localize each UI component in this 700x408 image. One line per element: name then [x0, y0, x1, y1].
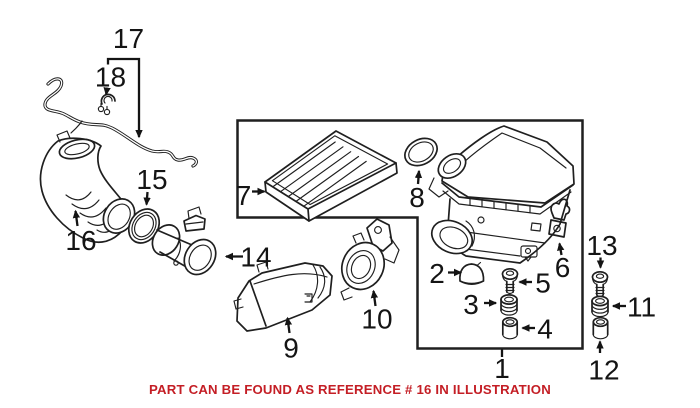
assembly-group-border: [236, 119, 584, 350]
callout-12-label: 12: [588, 355, 619, 386]
callout-7-label: 7: [236, 180, 252, 211]
callout-17-bracket: [106, 57, 143, 139]
callout-14-label: 14: [240, 242, 271, 273]
callout-5-label: 5: [535, 268, 551, 299]
part-14-maf-sensor: [151, 206, 217, 276]
callout-1-label: 1: [494, 353, 510, 384]
part-air-cleaner-housing: [428, 125, 575, 264]
part-2-cap: [459, 261, 485, 285]
callout-18-arrow: [103, 87, 111, 96]
callout-9-arrow: [284, 316, 293, 334]
part-5-screw: [501, 267, 519, 295]
part-9-intake-duct: [233, 261, 333, 332]
part-7-air-filter: [264, 130, 398, 222]
callout-16-label: 16: [65, 225, 96, 256]
callout-15-arrow: [143, 191, 151, 206]
part-17-hose-line: [43, 77, 198, 168]
callout-8-label: 8: [409, 182, 425, 213]
callout-17-label: 17: [113, 23, 144, 54]
part-4-bushing: [501, 316, 519, 340]
callout-9-label: 9: [283, 333, 299, 364]
callout-6-arrow: [557, 242, 565, 256]
callout-2-label: 2: [429, 258, 445, 289]
callout-10-arrow: [370, 289, 379, 307]
callout-11-label: 11: [627, 292, 656, 323]
part-13-screw: [591, 270, 609, 298]
callout-3-label: 3: [463, 289, 479, 320]
part-12-bushing: [592, 316, 609, 340]
part-11-grommet: [591, 295, 609, 318]
callout-15-label: 15: [136, 164, 167, 195]
housing-clip: [520, 245, 538, 262]
part-3-grommet: [500, 294, 518, 316]
part-10-adapter: [340, 218, 400, 301]
part-16-intake-hose: [39, 130, 136, 244]
callout-4-label: 4: [537, 314, 553, 345]
callout-13-label: 13: [586, 230, 617, 261]
callout-8-arrow: [414, 169, 423, 185]
callout-16-arrow: [72, 209, 81, 227]
callout-18-label: 18: [95, 62, 126, 93]
callout-10-label: 10: [361, 304, 392, 335]
callout-6-label: 6: [555, 252, 571, 283]
callout-labels: 1 2 3 4 5 6 7 8 9 10 11 12 13 14 15 16 1…: [65, 23, 656, 386]
part-8-o-ring: [404, 137, 438, 167]
callout-arrows: [72, 57, 626, 357]
part-18-clamp: [97, 93, 116, 116]
part-6-bracket: [548, 198, 571, 238]
reference-caption: PART CAN BE FOUND AS REFERENCE # 16 IN I…: [149, 382, 551, 397]
